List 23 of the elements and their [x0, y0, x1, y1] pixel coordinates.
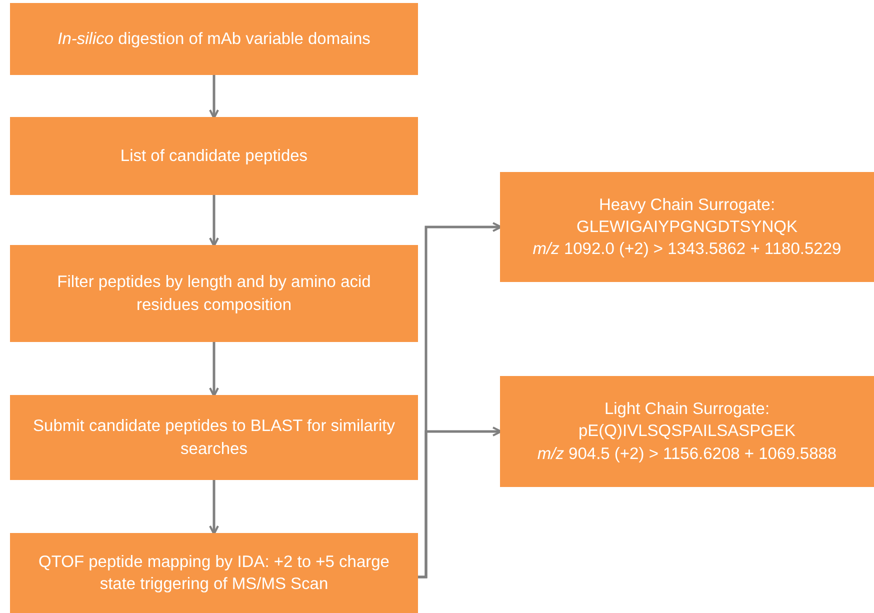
box-text: QTOF peptide mapping by IDA: +2 to +5 charge state triggering of MS/MS Scan	[38, 552, 390, 595]
box-text: In-silico digestion of mAb variable domains	[58, 28, 370, 50]
box-text: m/z 1092.0 (+2) > 1343.5862 + 1180.5229	[532, 239, 842, 260]
arrow	[209, 480, 219, 535]
process-box	[500, 376, 874, 487]
process-box	[10, 117, 418, 195]
process-box	[10, 245, 418, 342]
process-box	[10, 395, 418, 480]
box-text: Submit candidate peptides to BLAST for similarity searches	[32, 416, 396, 460]
arrow	[209, 342, 219, 397]
box-text: pE(Q)IVLSQSPAILSASPGEK	[578, 421, 796, 442]
process-box	[10, 3, 418, 75]
box-text: GLEWIGAIYPGNGDTSYNQK	[576, 216, 798, 238]
box-text: m/z 904.5 (+2) > 1156.6208 + 1069.5888	[537, 444, 837, 465]
box-text: Heavy Chain Surrogate:	[598, 194, 776, 216]
process-box	[10, 533, 418, 613]
box-text: Light Chain Surrogate:	[604, 399, 770, 420]
arrow	[418, 426, 502, 578]
arrow	[209, 75, 219, 119]
arrow	[209, 195, 219, 247]
box-text: Filter peptides by length and by amino acid residues composition	[56, 272, 372, 316]
box-text: List of candidate peptides	[120, 146, 308, 167]
process-box	[500, 172, 874, 282]
